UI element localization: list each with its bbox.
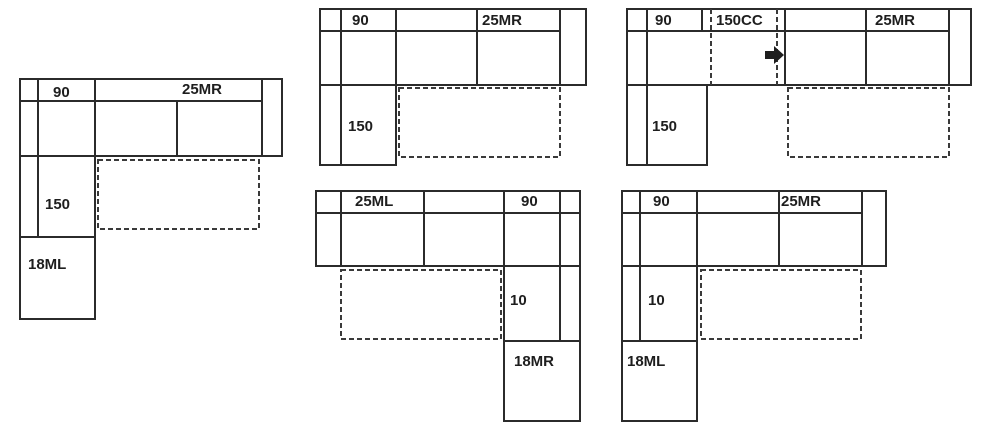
layout-c-armless-label: 90 — [655, 12, 672, 29]
layout-c-ottoman-outline — [787, 87, 950, 158]
layout-e-top-row — [621, 190, 887, 267]
arrow-right-icon — [765, 46, 784, 64]
layout-c-cuddler-label: 150CC — [716, 12, 763, 29]
layout-c-chaise-top-label: 25MR — [875, 12, 915, 29]
layout-a-ottoman-outline — [97, 159, 260, 230]
layout-c-top-row — [626, 8, 972, 86]
layout-a-end-chaise-label: 18ML — [28, 256, 66, 273]
layout-a: 90 25MR 150 18ML — [19, 78, 283, 320]
layout-c: 90 150CC 25MR 150 — [626, 8, 972, 166]
layout-c-corner-label: 150 — [652, 118, 677, 135]
layout-a-armless-label: 90 — [53, 84, 70, 101]
layout-b-armless-label: 90 — [352, 12, 369, 29]
layout-a-top-row — [19, 78, 283, 157]
layout-c-left-column — [626, 84, 708, 166]
layout-d-end-chaise-label: 18MR — [514, 353, 554, 370]
layout-d: 25ML 90 10 18MR — [315, 190, 581, 422]
layout-e-corner-label: 10 — [648, 292, 665, 309]
layout-b-top-row — [319, 8, 587, 86]
layout-b-chaise-top-label: 25MR — [482, 12, 522, 29]
layout-d-chaise-top-label: 25ML — [355, 193, 393, 210]
layout-a-corner-label: 150 — [45, 196, 70, 213]
layout-e: 90 25MR 10 18ML — [621, 190, 887, 422]
layout-e-chaise-top-label: 25MR — [781, 193, 821, 210]
layout-d-ottoman-outline — [340, 269, 502, 340]
layout-d-top-row — [315, 190, 581, 267]
layout-b: 90 25MR 150 — [319, 8, 587, 166]
layout-e-left-column — [621, 265, 698, 422]
layout-b-corner-label: 150 — [348, 118, 373, 135]
layout-d-armless-label: 90 — [521, 193, 538, 210]
layout-d-right-column — [503, 265, 581, 422]
layout-e-armless-label: 90 — [653, 193, 670, 210]
layout-b-ottoman-outline — [398, 87, 561, 158]
layout-e-end-chaise-label: 18ML — [627, 353, 665, 370]
layout-b-left-column — [319, 84, 397, 166]
layout-a-chaise-top-label: 25MR — [182, 81, 222, 98]
layout-d-corner-label: 10 — [510, 292, 527, 309]
layout-e-ottoman-outline — [700, 269, 862, 340]
